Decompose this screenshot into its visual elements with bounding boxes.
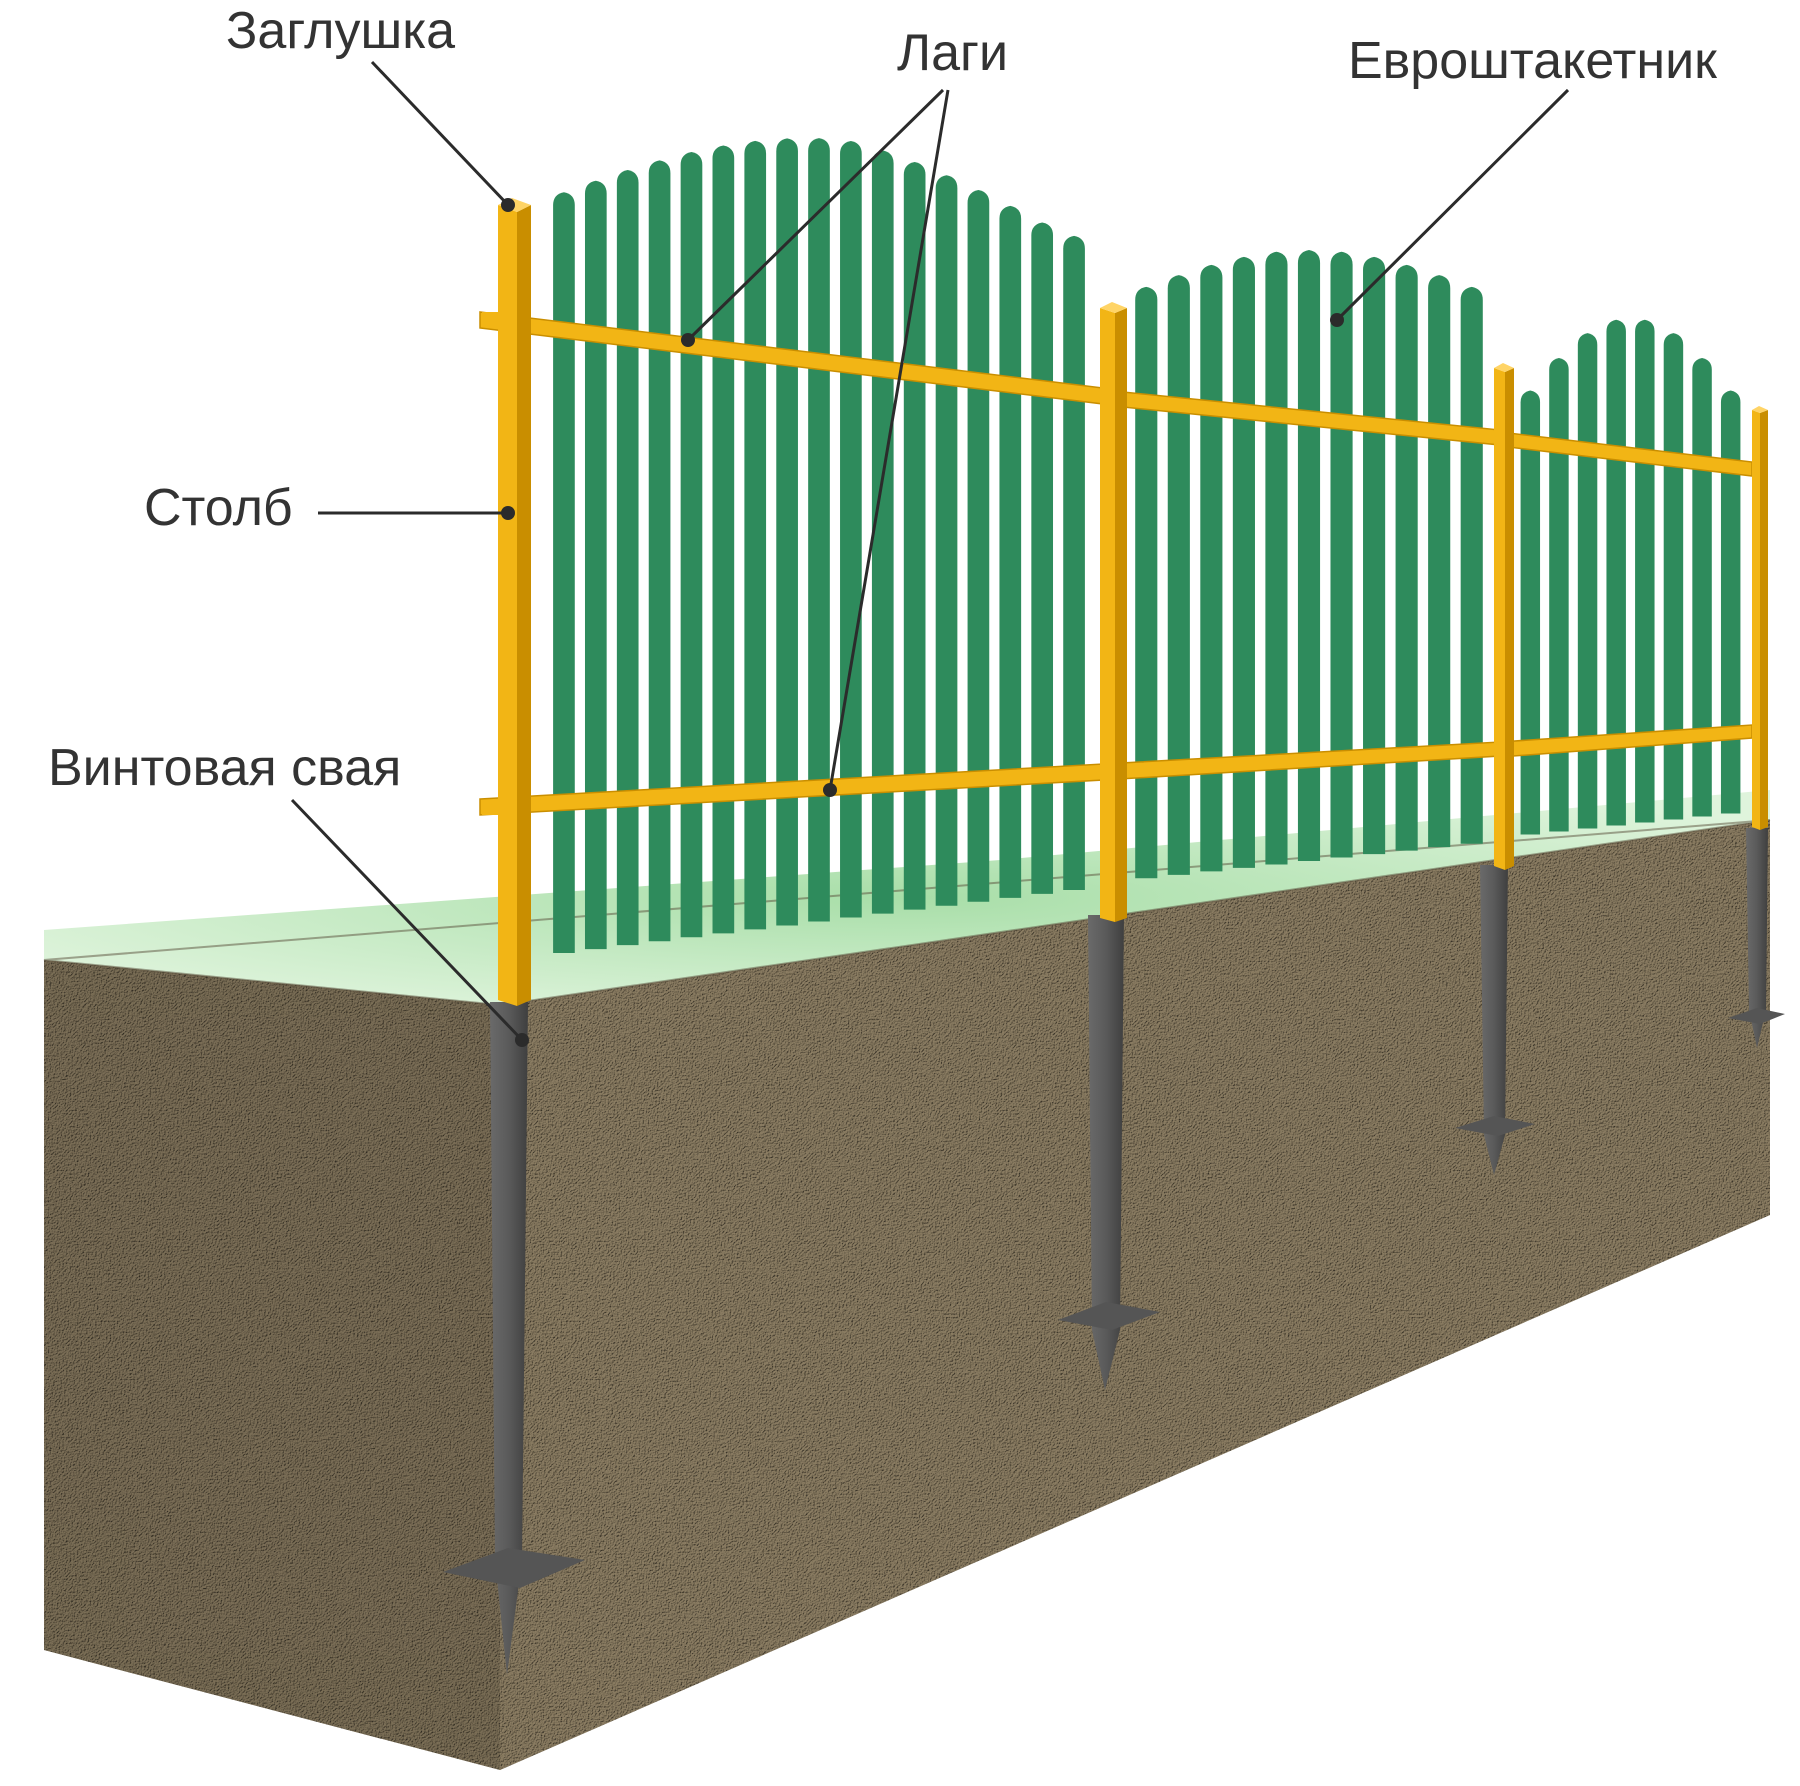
picket-30 — [1549, 357, 1569, 832]
picket-34 — [1663, 333, 1684, 820]
label-rails: Лаги — [897, 24, 1008, 82]
leader-cap — [370, 60, 510, 207]
picket-31 — [1577, 333, 1598, 829]
picket-3 — [616, 170, 639, 946]
picket-10 — [840, 141, 862, 918]
screw-pile-3 — [1455, 865, 1535, 1175]
picket-26 — [1395, 264, 1418, 851]
picket-15 — [999, 205, 1022, 898]
soil-block — [43, 790, 1771, 1770]
picket-36 — [1720, 390, 1741, 814]
picket-19 — [1167, 275, 1190, 875]
label-picket: Евроштакетник — [1348, 32, 1717, 90]
picket-7 — [744, 140, 767, 930]
labels: Заглушка Лаги Евроштакетник Столб Винтов… — [48, 2, 1717, 797]
euro-picket-fence — [553, 138, 1741, 954]
picket-9 — [808, 138, 830, 922]
marker-post — [501, 506, 515, 520]
marker-rail-bottom — [823, 783, 837, 797]
screw-pile-2 — [1058, 915, 1160, 1390]
marker-picket — [1330, 313, 1344, 327]
picket-12 — [903, 162, 926, 910]
marker-screw-pile — [515, 1033, 529, 1047]
picket-21 — [1232, 256, 1255, 868]
leader-rails-bottom — [828, 89, 950, 791]
picket-2 — [584, 180, 607, 950]
screw-piles — [443, 828, 1785, 1675]
picket-17 — [1063, 235, 1085, 890]
screw-pile-1 — [443, 1002, 585, 1675]
picket-16 — [1031, 222, 1054, 894]
rail-stub-bottom — [482, 800, 500, 815]
rails — [479, 311, 1753, 816]
picket-25 — [1363, 256, 1386, 855]
picket-32 — [1606, 319, 1626, 826]
picket-13 — [935, 175, 958, 906]
screw-pile-4 — [1728, 828, 1785, 1048]
picket-11 — [871, 150, 894, 914]
post-3 — [1494, 363, 1514, 870]
label-screw-pile: Винтовая свая — [48, 739, 401, 797]
picket-18 — [1135, 286, 1158, 879]
picket-27 — [1428, 275, 1451, 848]
marker-cap — [501, 198, 515, 212]
picket-33 — [1635, 319, 1655, 823]
leader-picket — [1335, 88, 1570, 322]
marker-rail-top — [681, 333, 695, 347]
picket-24 — [1330, 251, 1353, 858]
leader-screw-pile — [290, 798, 524, 1042]
post-2 — [1100, 302, 1127, 922]
label-post: Столб — [144, 479, 293, 537]
post-1 — [498, 198, 531, 1006]
picket-28 — [1460, 286, 1483, 844]
picket-14 — [967, 190, 990, 902]
rail-stub-top — [482, 312, 500, 326]
picket-22 — [1265, 251, 1288, 865]
picket-29 — [1520, 390, 1541, 835]
label-cap: Заглушка — [226, 2, 455, 60]
picket-23 — [1297, 250, 1321, 861]
leader-rails-top — [686, 88, 945, 342]
picket-5 — [680, 152, 703, 938]
picket-6 — [712, 145, 735, 934]
picket-1 — [553, 192, 575, 954]
leader-lines — [290, 60, 1570, 1047]
picket-4 — [648, 160, 671, 942]
picket-35 — [1692, 357, 1712, 817]
posts — [498, 198, 1768, 1006]
picket-8 — [776, 138, 798, 926]
post-4 — [1752, 406, 1768, 830]
picket-20 — [1200, 264, 1223, 872]
